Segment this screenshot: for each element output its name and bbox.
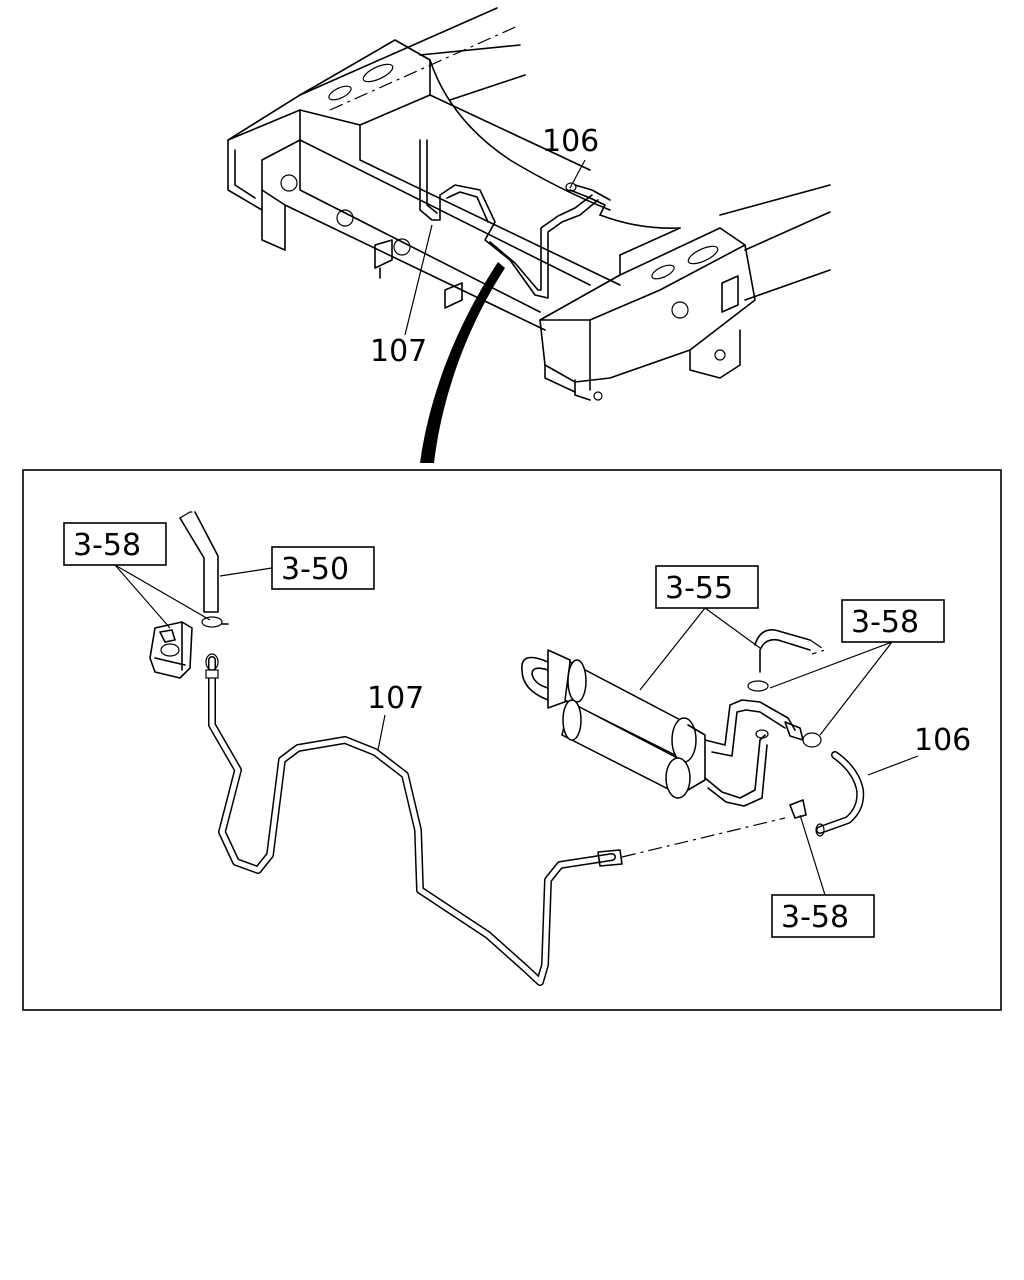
- ref-label-358-topleft: 3-58: [73, 528, 141, 563]
- pipe-107-drawing: [205, 653, 786, 986]
- hose-106-drawing: [789, 751, 865, 837]
- rubber-clamp-part: [149, 621, 193, 679]
- frame-callout-106: 106: [542, 124, 599, 159]
- pipe-stub-350: [179, 511, 229, 628]
- ref-label-358-right: 3-58: [851, 605, 919, 640]
- ref-box-355: [655, 565, 759, 609]
- ref-box-350: [271, 546, 375, 590]
- ref-label-350: 3-50: [281, 552, 349, 587]
- oil-cooler-assembly: [521, 628, 827, 807]
- detail-pointer-arrow: [420, 262, 505, 463]
- ref-box-358-bottom: [771, 894, 875, 938]
- ref-label-355: 3-55: [665, 571, 733, 606]
- ref-label-358-bottom: 3-58: [781, 900, 849, 935]
- hose-callout-106: 106: [914, 723, 971, 758]
- pipe-callout-107: 107: [367, 681, 424, 716]
- ref-box-358-right: [841, 599, 945, 643]
- chassis-frame-drawing: [227, 7, 831, 463]
- detail-panel-frame: [22, 469, 1002, 1011]
- frame-callout-107: 107: [370, 334, 427, 369]
